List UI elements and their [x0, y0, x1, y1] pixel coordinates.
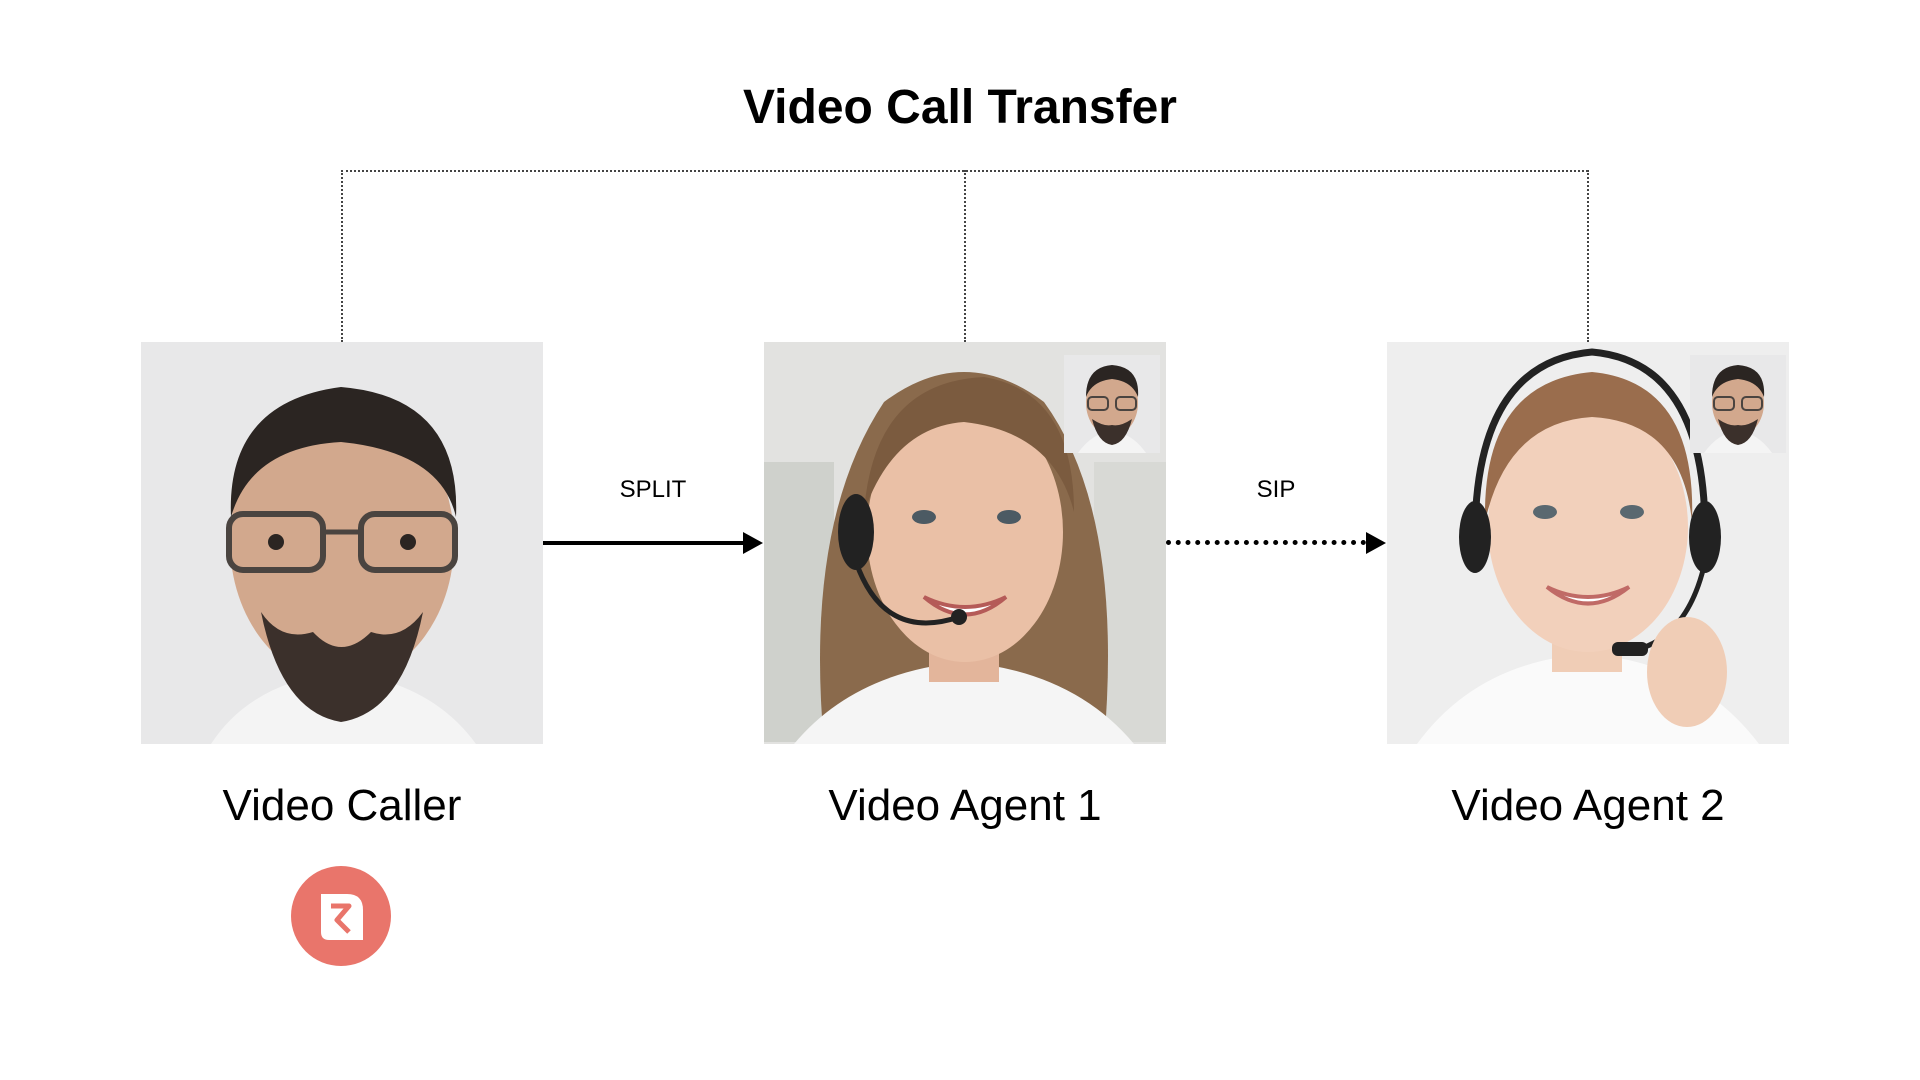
caller-portrait-image — [141, 342, 543, 744]
caller-thumbnail-image — [1690, 355, 1786, 453]
diagram-title: Video Call Transfer — [743, 81, 1177, 134]
split-label: SPLIT — [619, 476, 687, 503]
video-agent-2-tile — [1387, 342, 1789, 744]
caller-thumbnail-image — [1064, 355, 1160, 453]
sip-label: SIP — [1256, 476, 1296, 503]
agent2-caller-pip — [1690, 355, 1786, 453]
agent2-portrait-image — [1387, 342, 1789, 744]
brand-logo-icon — [291, 866, 391, 966]
split-arrow-line — [543, 541, 743, 545]
agent1-portrait-image — [764, 342, 1166, 744]
video-caller-tile — [141, 342, 543, 744]
split-arrow-head — [743, 532, 763, 554]
video-caller-label: Video Caller — [222, 781, 462, 830]
sip-arrow-line — [1166, 540, 1366, 545]
caller-connector-line — [341, 170, 343, 342]
video-agent-1-label: Video Agent 1 — [828, 781, 1102, 830]
agent1-connector-line — [964, 170, 966, 342]
sip-arrow-head — [1366, 532, 1386, 554]
video-agent-2-label: Video Agent 2 — [1451, 781, 1725, 830]
agent1-caller-pip — [1064, 355, 1160, 453]
agent2-connector-line — [1587, 170, 1589, 342]
